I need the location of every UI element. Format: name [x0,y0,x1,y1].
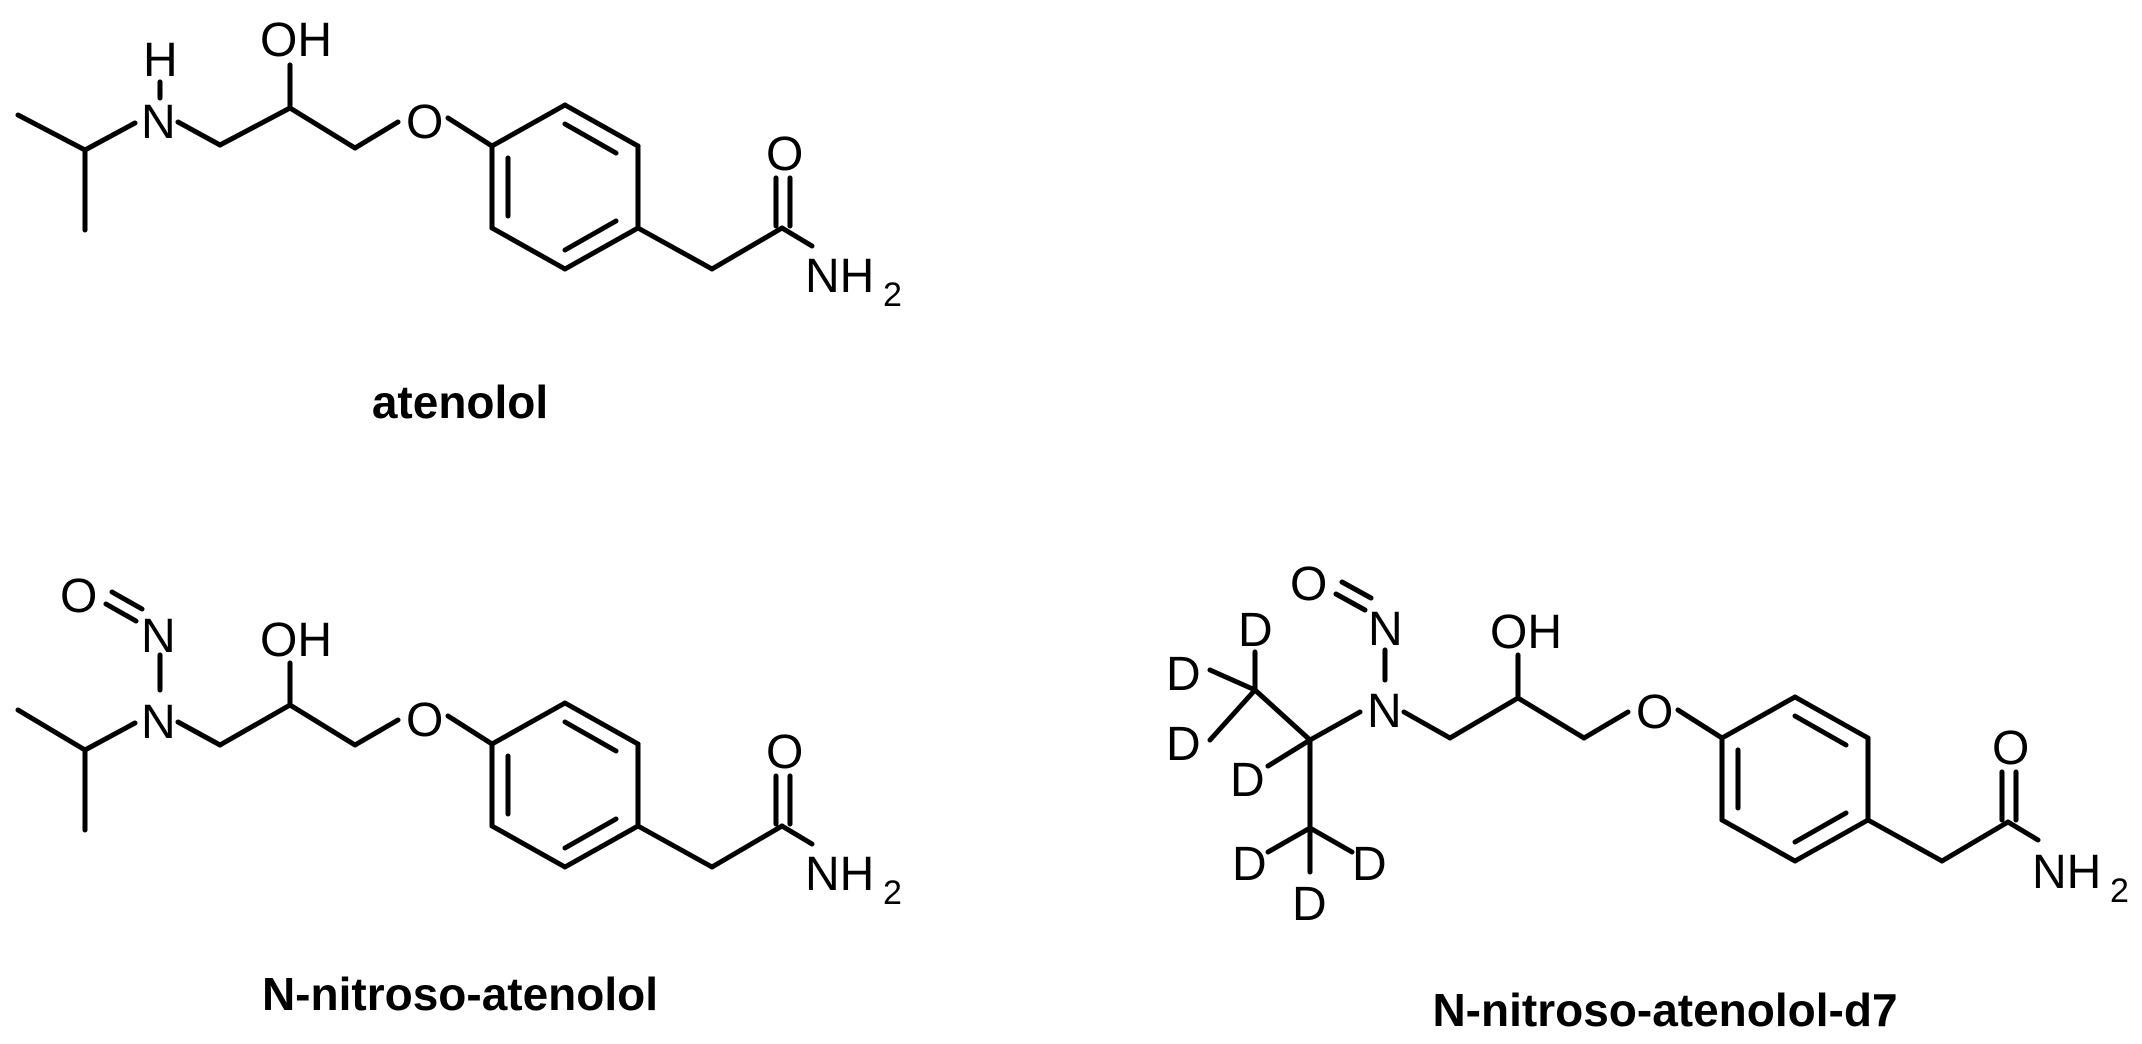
deuterium-label: D [1352,838,1387,891]
amine-n-label: N [1367,685,1402,738]
molecule-n-nitroso-atenolol-labels: O N N OH O O NH 2 [60,570,902,912]
amide-subscript: 2 [883,276,902,314]
h-label: H [143,34,178,87]
carbonyl-oxygen-label: O [766,128,803,181]
molecule-atenolol-bonds [15,62,815,272]
amide-nh-label: NH [805,848,874,901]
molecule-n-nitroso-atenolol-d7: D D D D D D D O N N OH O O NH 2 N-nitros… [1166,558,2129,1036]
hydroxyl-label: OH [260,14,332,67]
amide-subscript: 2 [2110,872,2129,910]
amide-subscript: 2 [883,874,902,912]
amide-nh-label: NH [2032,846,2101,899]
amide-nh-label: NH [805,250,874,303]
amine-n-label: N [141,696,176,749]
caption-atenolol: atenolol [372,376,548,428]
carbonyl-oxygen-label: O [1992,722,2029,775]
deuterium-label: D [1166,718,1201,771]
nitroso-oxygen-label: O [60,570,97,623]
molecule-n-nitroso-atenolol-d7-bonds [1207,579,2041,875]
molecule-n-nitroso-atenolol-d7-labels: D D D D D D D O N N OH O O NH 2 [1166,558,2129,931]
deuterium-label: D [1230,754,1265,807]
molecule-atenolol-labels: H N OH O O NH 2 [141,14,902,314]
ether-oxygen-label: O [406,694,443,747]
molecule-n-nitroso-atenolol-bonds [15,589,815,870]
ether-oxygen-label: O [1636,686,1673,739]
ether-oxygen-label: O [406,96,443,149]
caption-n-nitroso-atenolol-d7: N-nitroso-atenolol-d7 [1432,984,1897,1036]
deuterium-label: D [1232,838,1267,891]
molecule-n-nitroso-atenolol: O N N OH O O NH 2 N-nitroso-atenolol [15,570,902,1020]
deuterium-label: D [1238,604,1273,657]
nitroso-n-label: N [141,610,176,663]
hydroxyl-label: OH [260,614,332,667]
deuterium-label: D [1292,878,1327,931]
deuterium-label: D [1166,648,1201,701]
nitroso-oxygen-label: O [1290,558,1327,611]
nitroso-n-label: N [1368,603,1403,656]
caption-n-nitroso-atenolol: N-nitroso-atenolol [262,968,658,1020]
hydroxyl-label: OH [1490,606,1562,659]
carbonyl-oxygen-label: O [766,726,803,779]
n-label: N [141,96,176,149]
molecule-atenolol: H N OH O O NH 2 atenolol [15,14,902,428]
